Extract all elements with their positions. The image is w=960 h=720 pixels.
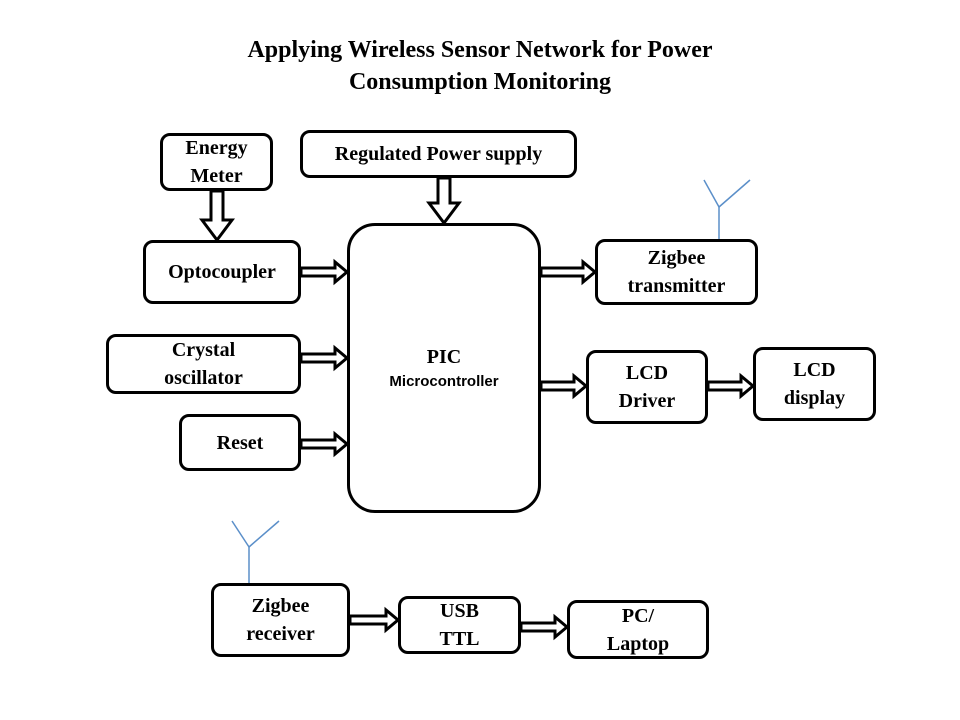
arrow-regulated-power-supply-to-pic-microcontroller xyxy=(426,176,462,226)
regulated-power-supply-label: Regulated Power supply xyxy=(334,143,543,165)
lcd-driver-label-line1: LCD xyxy=(625,362,669,384)
zigbee-transmitter-label-line1: Zigbee xyxy=(647,247,706,269)
zigbee-transmitter-antenna-icon xyxy=(703,179,751,239)
crystal-oscillator-label-line2: oscillator xyxy=(164,367,243,389)
arrow-zigbee-receiver-to-usb-ttl xyxy=(348,606,401,634)
arrow-reset-to-pic-microcontroller xyxy=(299,430,350,458)
arrow-pic-microcontroller-to-zigbee-transmitter xyxy=(539,258,598,286)
microcontroller-label: Microcontroller xyxy=(389,373,499,390)
optocoupler-block: Optocoupler xyxy=(143,240,301,304)
zigbee-receiver-label-line2: receiver xyxy=(246,623,315,645)
arrow-usb-ttl-to-pc-laptop xyxy=(519,613,570,641)
diagram-title-line2: Consumption Monitoring xyxy=(348,69,612,95)
pic-microcontroller-block: PIC Microcontroller xyxy=(347,223,541,513)
zigbee-receiver-block: Zigbee receiver xyxy=(211,583,350,657)
pc-laptop-label-line1: PC/ xyxy=(621,604,655,627)
diagram-title-line1: Applying Wireless Sensor Network for Pow… xyxy=(247,37,713,63)
usb-ttl-label-line1: USB xyxy=(440,600,479,622)
crystal-oscillator-block: Crystal oscillator xyxy=(106,334,301,394)
usb-ttl-block: USB TTL xyxy=(398,596,521,654)
lcd-display-label-line2: display xyxy=(783,387,846,409)
lcd-driver-block: LCD Driver xyxy=(586,350,708,424)
regulated-power-supply-block: Regulated Power supply xyxy=(300,130,577,178)
arrow-lcd-driver-to-lcd-display xyxy=(706,372,756,400)
arrow-optocoupler-to-pic-microcontroller xyxy=(299,258,350,286)
pic-label: PIC xyxy=(426,346,462,368)
pc-laptop-label-line2: Laptop xyxy=(606,632,670,655)
arrow-energy-meter-to-optocoupler xyxy=(199,189,235,243)
usb-ttl-label-line2: TTL xyxy=(439,628,480,650)
zigbee-transmitter-label-line2: transmitter xyxy=(627,275,726,297)
pc-laptop-block: PC/ Laptop xyxy=(567,600,709,659)
energy-meter-label-line2: Meter xyxy=(190,165,243,187)
lcd-driver-label-line2: Driver xyxy=(618,390,676,412)
zigbee-transmitter-block: Zigbee transmitter xyxy=(595,239,758,305)
zigbee-receiver-antenna-icon xyxy=(231,520,280,583)
energy-meter-label-line1: Energy xyxy=(185,137,248,159)
arrow-crystal-oscillator-to-pic-microcontroller xyxy=(299,344,350,372)
lcd-display-label-line1: LCD xyxy=(793,359,836,381)
lcd-display-block: LCD display xyxy=(753,347,876,421)
reset-block: Reset xyxy=(179,414,301,471)
energy-meter-block: Energy Meter xyxy=(160,133,273,191)
reset-label: Reset xyxy=(216,431,264,454)
arrow-pic-microcontroller-to-lcd-driver xyxy=(539,372,589,400)
zigbee-receiver-label-line1: Zigbee xyxy=(251,595,310,617)
crystal-oscillator-label-line1: Crystal xyxy=(171,339,236,361)
optocoupler-label: Optocoupler xyxy=(168,261,276,283)
